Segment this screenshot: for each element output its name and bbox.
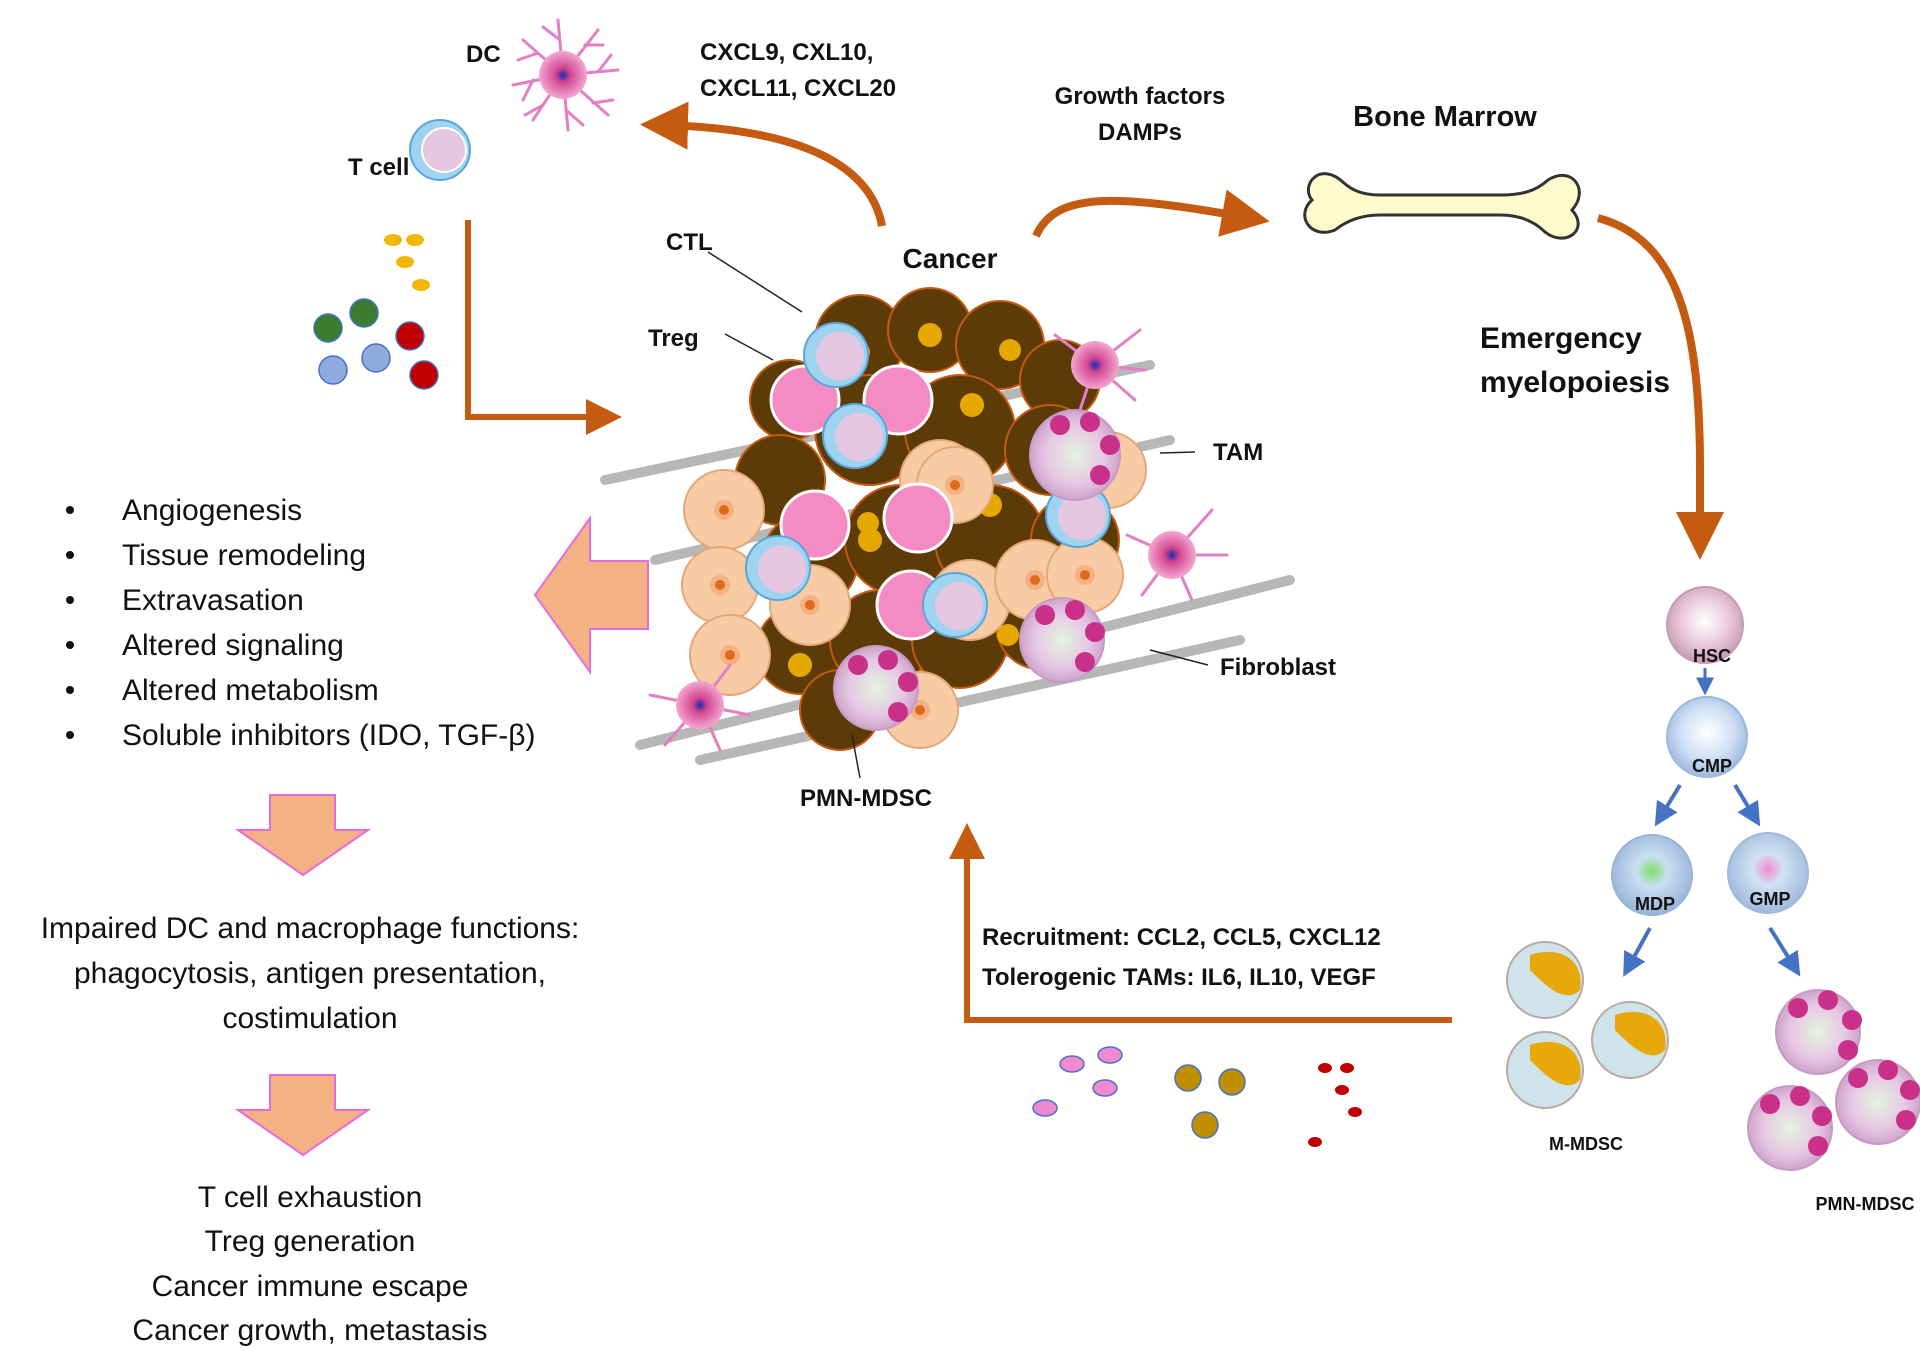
chemokines-line2: CXCL11, CXCL20 [700, 75, 896, 102]
left-block-arrow [533, 514, 649, 676]
growth-factors-label: Growth factors [1055, 83, 1226, 110]
outcome-line: Treg generation [205, 1225, 416, 1258]
impaired-line: Impaired DC and macrophage functions: [41, 912, 580, 945]
outcome-line: T cell exhaustion [198, 1181, 423, 1214]
effect-item: Soluble inhibitors (IDO, TGF-β) [122, 719, 535, 752]
ctl-label: CTL [666, 229, 713, 256]
marrow-to-myelopoiesis-arrow [1596, 214, 1724, 560]
gmp-to-pmnmdsc-arrow [1768, 926, 1801, 977]
mdp-label: MDP [1635, 894, 1675, 914]
cancer-label: Cancer [903, 243, 998, 274]
effect-item: Altered metabolism [122, 674, 379, 707]
cmp-label: CMP [1692, 756, 1732, 776]
treg-label: Treg [648, 325, 699, 352]
tumor-cluster [600, 287, 1295, 765]
cancer-to-bone-marrow-arrow [1032, 189, 1270, 238]
cmp-to-mdp-arrow [1654, 783, 1682, 827]
dendritic-cell-icon [511, 18, 620, 132]
down-block-arrow-1 [234, 794, 372, 877]
emergency-label-line2: myelopoiesis [1480, 366, 1670, 399]
impaired-line: phagocytosis, antigen presentation, [74, 957, 546, 990]
impaired-line: costimulation [222, 1002, 397, 1035]
cytokine-dots [313, 234, 439, 390]
bone-marrow-label: Bone Marrow [1353, 101, 1537, 133]
cancer-to-dc-arrow [640, 101, 886, 227]
chemokines-line1: CXCL9, CXL10, [700, 39, 873, 66]
dc-label: DC [466, 41, 501, 68]
mdp-cell-icon [1611, 834, 1693, 916]
cmp-to-gmp-arrow [1733, 783, 1761, 827]
marrow-pmn-mdsc-label: PMN-MDSC [1816, 1194, 1915, 1214]
hsc-label: HSC [1693, 646, 1731, 666]
tam-label: TAM [1213, 439, 1263, 466]
gmp-label: GMP [1749, 889, 1790, 909]
marrow-pmn-mdsc-cells [1747, 989, 1920, 1171]
outcome-line: Cancer immune escape [152, 1270, 469, 1303]
effect-item: Altered signaling [122, 629, 344, 662]
recruitment-label: Recruitment: CCL2, CCL5, CXCL12 [982, 924, 1381, 951]
down-block-arrow-2 [234, 1074, 372, 1157]
t-cell-label: T cell [348, 154, 409, 181]
tumor-pmn-mdsc-label: PMN-MDSC [800, 785, 932, 812]
impaired-functions-text: Impaired DC and macrophage functions: ph… [41, 912, 580, 1035]
fibroblast-label: Fibroblast [1220, 654, 1336, 681]
effect-item: Extravasation [122, 584, 304, 617]
tumor-pmn-mdsc-cells [833, 409, 1121, 731]
recruitment-arrow [949, 823, 1452, 1023]
t-cell-icon [409, 119, 471, 181]
effect-item: Tissue remodeling [122, 539, 366, 572]
recruitment-cytokine-dots [1032, 1046, 1362, 1147]
tolerogenic-label: Tolerogenic TAMs: IL6, IL10, VEGF [982, 964, 1376, 991]
cmp-cell-icon [1666, 696, 1748, 778]
effects-list: Angiogenesis Tissue remodeling Extravasa… [66, 494, 535, 752]
hsc-cell-icon [1666, 586, 1744, 664]
m-mdsc-cells [1506, 941, 1669, 1109]
outcome-line: Cancer growth, metastasis [132, 1314, 487, 1347]
gmp-cell-icon [1727, 832, 1809, 914]
effect-item: Angiogenesis [122, 494, 302, 527]
damps-label: DAMPs [1098, 119, 1182, 146]
m-mdsc-label: M-MDSC [1549, 1134, 1623, 1154]
tcell-to-cancer-arrow [465, 220, 622, 435]
emergency-label-line1: Emergency [1480, 322, 1642, 355]
mdp-to-mmdsc-arrow [1623, 927, 1652, 977]
bone-icon [1303, 172, 1581, 240]
outcomes-text: T cell exhaustion Treg generation Cancer… [132, 1181, 487, 1347]
tumor-leader-lines [707, 251, 1209, 779]
